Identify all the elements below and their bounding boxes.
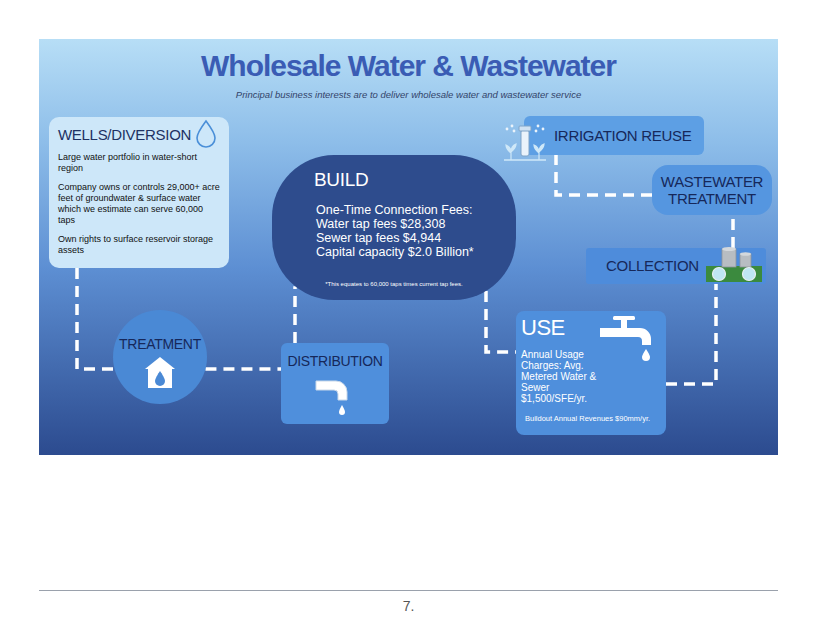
process-box: COLLECTION — [586, 248, 766, 284]
build-oval: BUILD One-Time Connection Fees:Water tap … — [272, 155, 516, 300]
process-box: IRRIGATION REUSE — [524, 116, 704, 155]
fee-line: One-Time Connection Fees: — [316, 203, 502, 217]
box-note: Own rights to surface reservoir storage … — [58, 234, 220, 256]
tanks-icon — [706, 247, 762, 282]
box-note: Large water portfolio in water-short reg… — [58, 152, 220, 174]
sprinkler-icon — [504, 125, 546, 160]
box-heading: COLLECTION — [606, 257, 699, 275]
process-box: DISTRIBUTION — [281, 343, 389, 424]
process-circle: TREATMENT — [113, 310, 207, 404]
faucet-icon — [600, 316, 651, 361]
dashed-connector — [731, 215, 735, 248]
charge-note: Annual Usage Charges: Avg. Metered Water… — [521, 349, 597, 404]
fee-line: Water tap fees $28,308 — [316, 217, 502, 231]
footer-rule — [39, 590, 778, 591]
dashed-connector — [77, 268, 115, 369]
box-heading: BUILD — [314, 169, 502, 191]
box-note: Company owns or controls 29,000+ acre fe… — [58, 182, 220, 226]
process-box: WASTEWATER TREATMENT — [652, 165, 772, 215]
subtitle: Principal business interests are to deli… — [39, 89, 778, 101]
box-heading: DISTRIBUTION — [281, 353, 389, 370]
fee-line: Capital capacity $2.0 Billion* — [316, 245, 502, 259]
use-box: USE Annual Usage Charges: Avg. Metered Wa… — [516, 311, 666, 435]
dashed-connector — [205, 367, 281, 371]
box-heading: IRRIGATION REUSE — [554, 127, 691, 145]
dashed-connector — [666, 284, 716, 384]
droplet-icon — [197, 121, 215, 147]
dashed-connector — [556, 155, 652, 195]
box-heading: TREATMENT — [113, 336, 207, 353]
pipe-icon — [316, 381, 347, 415]
footnote: *This equates to 60,000 taps times curre… — [272, 281, 516, 288]
dashed-connector — [486, 291, 516, 352]
page-title: Wholesale Water & Wastewater — [39, 48, 778, 84]
box-heading: WELLS/DIVERSION — [58, 126, 220, 144]
treatment-house-icon — [145, 357, 175, 388]
box-heading: USE — [521, 315, 660, 341]
page-number: 7. — [39, 598, 778, 615]
revenue-note: Buildout Annual Revenues $90mm/yr. — [525, 414, 660, 423]
fee-line: Sewer tap fees $4,944 — [316, 231, 502, 245]
source-box: WELLS/DIVERSION Large water portfolio in … — [49, 117, 229, 268]
box-heading: WASTEWATER TREATMENT — [658, 173, 766, 207]
dashed-connector — [293, 286, 297, 343]
